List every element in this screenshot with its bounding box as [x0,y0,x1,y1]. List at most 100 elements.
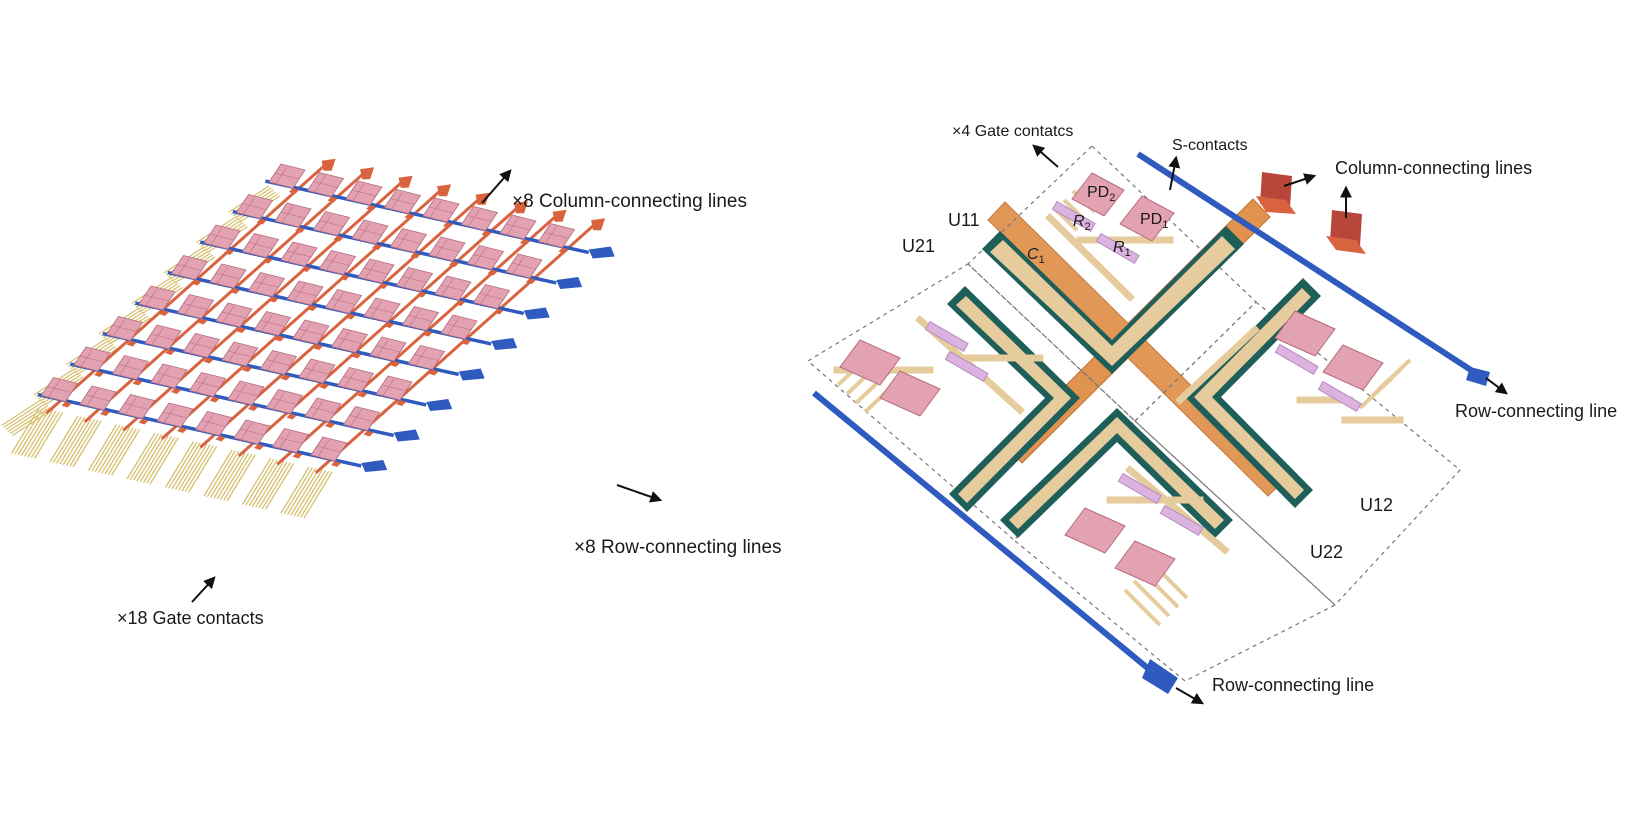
column-pad [398,175,413,188]
pixel-divider [408,315,433,322]
pixel-divider [505,217,519,237]
pixel-divider [254,275,267,294]
gate-contact-line [300,470,330,518]
pixel-divider [278,437,303,444]
pixel-contact [286,413,297,420]
pixel-contact [363,430,374,437]
pd1-label: PD1 [1140,211,1168,231]
pixel-divider [209,227,223,247]
column-pad [475,192,490,205]
gate-contact-line [91,424,121,472]
pixel-contact [301,266,311,272]
pixel-divider [233,383,247,403]
pixel-contact [313,344,323,350]
gate-contact-line [251,460,281,507]
gate-contact-line [265,463,295,510]
pixel-contact [390,361,400,367]
gate-contact-line [293,469,323,517]
pixel-divider [150,333,176,341]
pixel-contact [493,308,504,315]
pixel-divider [209,233,235,241]
pixel-contact [126,340,137,347]
gate-contact-line [12,408,53,437]
row-line-arrow-right [1485,377,1508,395]
pixel-contact [132,379,143,386]
pixel-divider [363,267,389,275]
gate-contact-line [258,461,288,509]
pixel-contact [526,278,536,284]
gate-contact-line [30,411,60,459]
gate-contact-line [72,420,102,468]
pixel-divider [242,197,255,216]
pixel-divider [292,289,318,297]
pixel-divider [544,226,557,245]
unit-label-u22: U22 [1310,542,1343,562]
gate-contact-line [290,468,320,516]
pixel-divider [280,211,306,219]
gate-contact-line [203,449,233,497]
gate-contact-line [52,416,82,464]
pixel-divider [357,222,371,242]
pixel-divider [544,232,569,239]
gate-contact-line [7,404,49,433]
r2-label: R2 [1073,213,1091,233]
column-connecting-line [160,187,445,441]
pixel-contact [224,249,234,255]
pixel-divider [239,428,265,436]
gate-contact-line [245,458,275,506]
gate-contact-line [49,415,79,463]
pixel-divider [440,278,454,298]
pixel-divider [310,400,324,420]
pixel-contact [230,288,240,294]
pixel-divider [177,258,190,277]
pixel-divider [260,314,273,333]
pixel-divider [79,355,105,363]
column-connecting-line [237,204,522,458]
pixel-divider [467,215,492,222]
gate-contact-line [146,436,176,484]
unit-boundaries [806,145,1461,682]
pixel-divider [47,380,60,399]
gate-contact-line [104,427,134,475]
gate-contact-line [216,452,246,500]
row-pad [556,276,583,289]
pixel-contact [443,222,453,228]
column-lines-arrow [481,169,512,204]
gate-contact-line [178,443,208,491]
row-pad [588,246,615,259]
pixel-divider [381,384,407,392]
gate-contact-line [129,433,159,481]
pixel-contact [404,213,415,220]
pixel-divider [227,344,241,364]
pixel-divider [316,439,330,459]
pixel-contact [520,239,530,245]
gate-contact-line [181,444,211,492]
pixel-divider [349,409,362,428]
gate-contact-line [69,419,99,467]
pixel-divider [144,294,170,302]
unit-label-u21: U21 [902,236,935,256]
gate-contact-line [241,458,272,505]
pixel-divider [313,175,326,194]
pixel-divider [479,293,504,300]
pixel-divider [337,331,350,350]
gate-contact-line [168,441,198,489]
pixel-divider [183,303,208,310]
pixel-divider [310,406,336,414]
pixel-contact [487,269,498,276]
pixel-contact [295,227,305,233]
capacitor-u22 [1000,408,1233,538]
pixel-contact [461,339,471,345]
gate-contact-line [65,419,96,466]
pixel-divider [189,342,214,349]
pixel-divider [183,297,196,316]
pixel-divider [446,317,460,337]
pixel-divider [221,311,247,319]
pixel-divider [337,337,362,344]
gate-contact-line [226,454,256,502]
gate-contact-line [94,425,124,473]
pixel-divider [375,345,401,353]
gate-contact-line [3,400,45,429]
pixel-divider [239,422,253,442]
pixel-divider [298,322,312,342]
